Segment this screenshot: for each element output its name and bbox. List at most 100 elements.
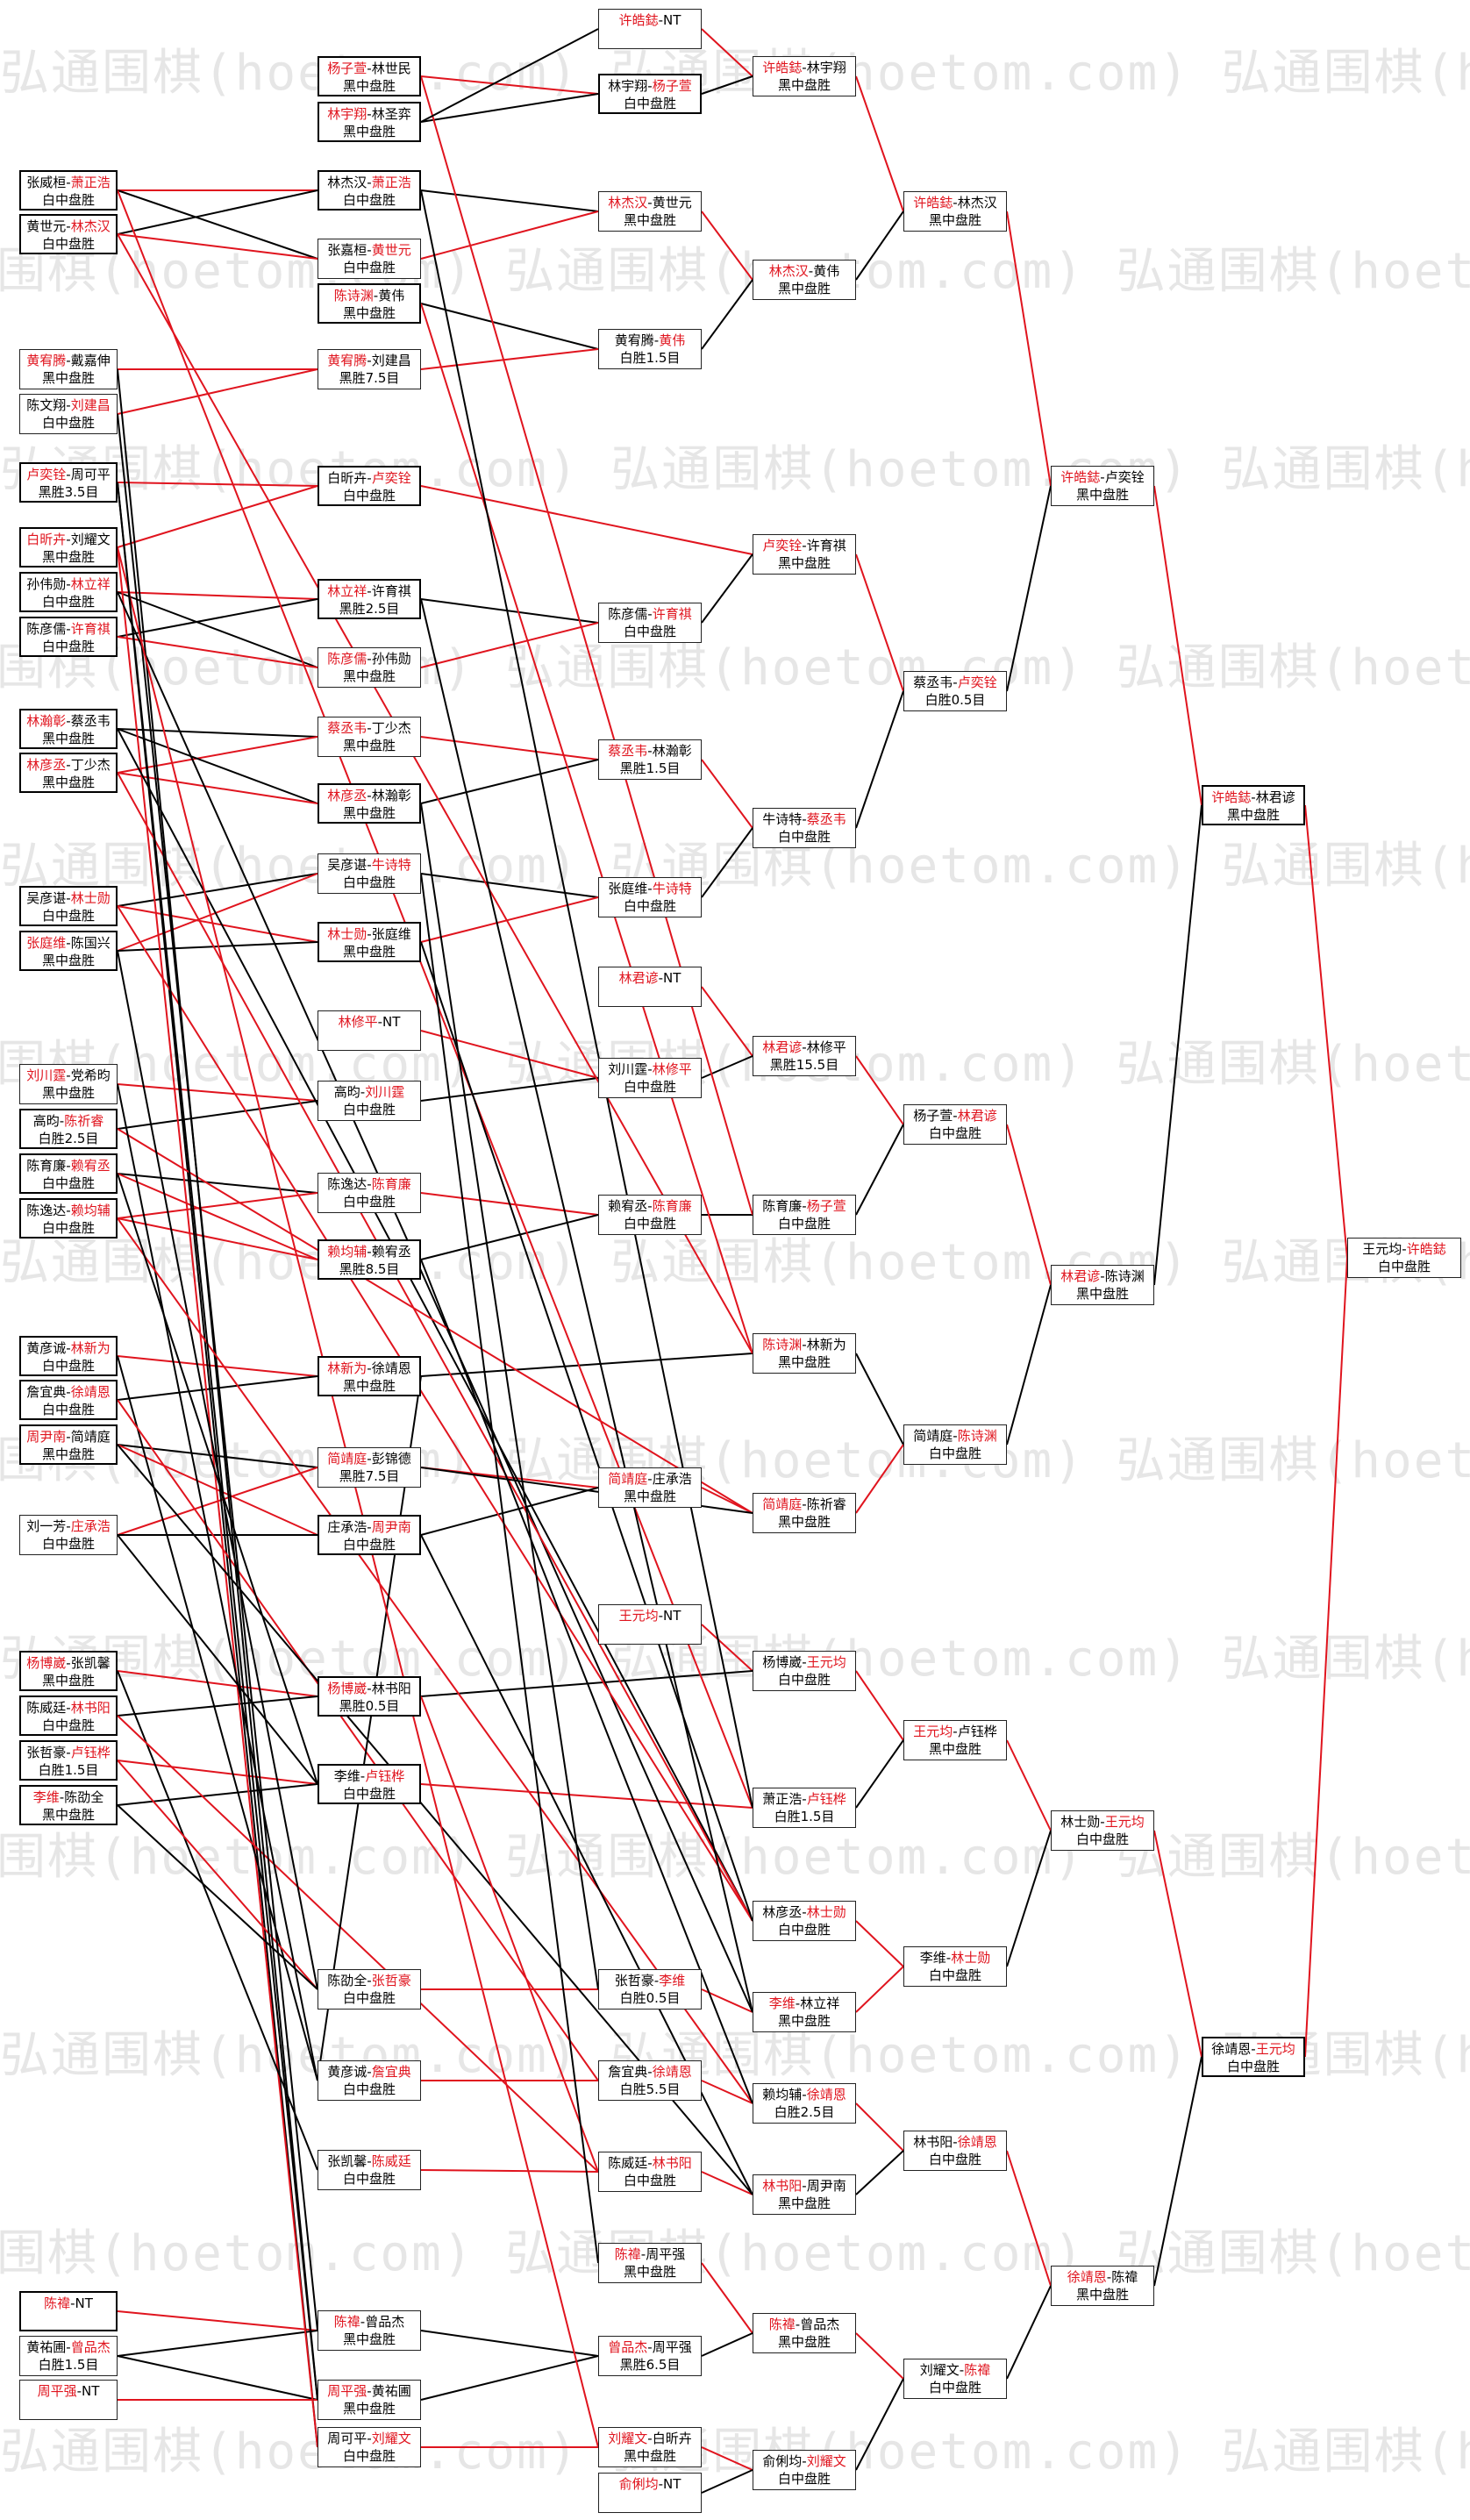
match-box: 张凯馨-陈威廷白中盘胜: [318, 2150, 421, 2190]
match-box: 杨博崴-张凯馨黑中盘胜: [19, 1651, 118, 1691]
match-result: 黑中盘胜: [623, 2264, 676, 2280]
player-name: -: [367, 583, 372, 599]
player-name: -: [802, 811, 807, 827]
player-name: 周平强: [646, 2246, 686, 2262]
match-box: 林修平-NT: [318, 1010, 421, 1051]
match-box: 林书阳-周尹南黑中盘胜: [753, 2174, 856, 2215]
winner-name: 许皓鋕: [618, 12, 659, 28]
connector-line: [117, 636, 318, 668]
match-box: 张庭维-陈国兴黑中盘胜: [19, 931, 118, 971]
match-players: 陈禕-曾品杰: [318, 2313, 420, 2331]
player-name: -: [66, 935, 71, 951]
player-name: 张庭维: [371, 926, 411, 942]
match-players: 张庭维-陈国兴: [21, 934, 116, 952]
player-name: -: [795, 2317, 801, 2332]
match-box: 许皓鋕-NT: [598, 9, 702, 49]
match-players: 蔡丞韦-丁少杰: [318, 719, 420, 737]
player-name: -: [953, 675, 958, 690]
player-name: 陈劭全: [64, 1789, 104, 1805]
player-name: -: [360, 1084, 366, 1100]
player-name: -: [66, 1518, 71, 1534]
winner-name: 刘耀文: [371, 2431, 411, 2446]
player-name: -: [367, 1681, 372, 1696]
match-box: 白昕卉-卢奕铨白中盘胜: [318, 466, 421, 506]
connector-line: [117, 1715, 599, 2173]
player-name: 黄彦诚: [327, 2064, 368, 2080]
player-name: 陈威廷: [26, 1700, 67, 1716]
match-result: 白胜5.5目: [619, 2081, 681, 2097]
player-name: -: [66, 1700, 71, 1716]
winner-name: 黄伟: [659, 332, 686, 348]
connector-line: [420, 736, 599, 760]
player-name: 詹宜典: [608, 2064, 648, 2080]
player-name: 蔡丞韦: [913, 675, 953, 690]
match-box: 蔡丞韦-林瀚彰黑胜1.5目: [598, 739, 702, 780]
match-players: 陈威廷-林书阳: [599, 2154, 701, 2172]
player-name: 陈诗渊: [1104, 1268, 1145, 1284]
match-players: 王元均-许皓鋕: [1348, 1240, 1460, 1258]
player-name: -: [367, 926, 372, 942]
match-players: 赖宥丞-陈育廉: [599, 1197, 701, 1215]
player-name: -: [66, 576, 71, 592]
match-box: 林宇翔-杨子萱白中盘胜: [598, 74, 702, 114]
connector-line: [701, 279, 753, 350]
match-result: 黑中盘胜: [342, 944, 396, 960]
player-name: 林世民: [371, 61, 411, 76]
player-name: -: [953, 1108, 958, 1124]
player-name: 陈国兴: [70, 935, 111, 951]
winner-name: 曾品杰: [70, 2339, 111, 2355]
connector-line: [117, 2330, 318, 2357]
winner-name: 陈威廷: [371, 2153, 411, 2169]
match-box: 周可平-刘耀文白中盘胜: [318, 2427, 421, 2467]
player-name: 徐靖恩: [1211, 2041, 1252, 2057]
match-box: 黄彦诚-林新为白中盘胜: [19, 1336, 118, 1376]
connector-line: [855, 1124, 904, 1216]
match-box: 蔡丞韦-卢奕铨白胜0.5目: [903, 671, 1007, 711]
winner-name: 林彦丞: [327, 788, 368, 803]
winner-name: 王元均: [913, 1724, 953, 1739]
match-result: 白中盘胜: [342, 2448, 396, 2464]
player-name: 陈逸达: [327, 1176, 368, 1192]
match-result: 白中盘胜: [41, 639, 95, 654]
player-name: -: [653, 332, 660, 348]
match-result: 白中盘胜: [928, 2380, 981, 2395]
player-name: -NT: [658, 2476, 681, 2492]
player-name: -: [367, 106, 372, 122]
connector-line: [420, 598, 753, 2013]
match-box: 林立祥-许育祺黑胜2.5目: [318, 579, 421, 619]
winner-name: 曾品杰: [608, 2339, 648, 2355]
match-result: 白中盘胜: [928, 1967, 981, 1983]
match-players: 林书阳-徐靖恩: [904, 2133, 1006, 2151]
match-result: 黑中盘胜: [342, 124, 396, 139]
player-name: 刘建昌: [371, 353, 411, 368]
match-box: 徐靖恩-王元均白中盘胜: [1202, 2037, 1305, 2077]
player-name: -: [66, 397, 71, 413]
match-box: 黄彦诚-詹宜典白中盘胜: [318, 2060, 421, 2101]
connector-line: [855, 75, 904, 212]
player-name: -NT: [377, 1014, 401, 1030]
connector-line: [855, 1739, 904, 1809]
player-name: 孙伟勋: [26, 576, 67, 592]
player-name: 丁少杰: [70, 757, 111, 773]
match-result: 黑中盘胜: [777, 2334, 831, 2350]
match-box: 刘川霆-林修平白中盘胜: [598, 1058, 702, 1098]
match-box: 陈文翔-刘建昌白中盘胜: [19, 394, 118, 434]
winner-name: 林士勋: [806, 1904, 846, 1920]
match-result: 白中盘胜: [1377, 1259, 1431, 1274]
connector-line: [117, 546, 318, 2448]
player-name: -: [1402, 1241, 1407, 1257]
connector-line: [117, 873, 318, 907]
winner-name: 陈育廉: [652, 1198, 692, 1214]
winner-name: 徐靖恩: [957, 2134, 997, 2150]
connector-line: [117, 950, 318, 1990]
player-name: 黄世元: [652, 195, 692, 211]
winner-name: 卢钰桦: [365, 1768, 405, 1784]
match-box: 林彦丞-丁少杰黑中盘胜: [19, 753, 118, 793]
match-box: 詹宜典-徐靖恩白胜5.5目: [598, 2060, 702, 2101]
player-name: -: [367, 2383, 372, 2399]
winner-name: 陈诗渊: [762, 1337, 803, 1353]
player-name: -: [1100, 1268, 1105, 1284]
match-result: 黑中盘胜: [41, 1673, 95, 1688]
connector-line: [701, 1624, 753, 1672]
match-players: 张庭维-牛诗特: [599, 880, 701, 897]
